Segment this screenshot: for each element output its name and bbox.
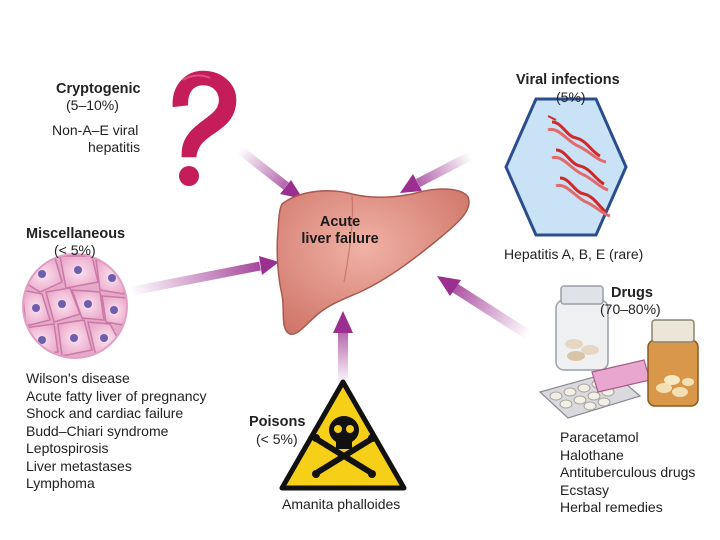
arrow-from-poisons	[333, 311, 353, 388]
arrow-from-viral	[400, 151, 475, 193]
list-item: Antituberculous drugs	[560, 464, 696, 480]
list-item: Paracetamol	[560, 429, 639, 445]
list-item: Shock and cardiac failure	[26, 405, 184, 421]
cryptogenic-desc-line2: hepatitis	[88, 139, 141, 155]
list-item: Acute fatty liver of pregnancy	[26, 387, 207, 404]
list-item: Lymphoma	[26, 475, 95, 491]
cryptogenic-percent: (5–10%)	[66, 97, 119, 113]
cryptogenic-title: Cryptogenic	[56, 81, 141, 97]
pill-bottles-icon	[538, 285, 699, 419]
misc-title: Miscellaneous	[26, 226, 126, 242]
list-item: Halothane	[560, 446, 624, 463]
question-mark-icon	[171, 69, 238, 186]
liver-icon	[276, 188, 470, 335]
skull-crossbones-icon	[279, 379, 407, 491]
drugs-list: Paracetamol Halothane Antituberculous dr…	[560, 429, 695, 517]
poisons-title: Poisons	[249, 414, 306, 430]
arrow-from-drugs	[437, 276, 533, 341]
center-label: Acute liver failure	[290, 214, 390, 248]
arrow-from-misc	[131, 256, 279, 296]
center-label-line1: Acute	[319, 214, 361, 230]
drugs-percent: (70–80%)	[600, 301, 661, 317]
arrow-from-cryptogenic	[237, 146, 303, 199]
list-item: Wilson's disease	[26, 370, 130, 386]
center-label-line2: liver failure	[301, 231, 379, 247]
list-item: Ecstasy	[560, 481, 610, 498]
misc-percent: (< 5%)	[54, 242, 96, 258]
poisons-percent: (< 5%)	[256, 431, 298, 447]
list-item: Budd–Chiari syndrome	[26, 422, 169, 439]
virus-dna-icon	[504, 97, 628, 237]
list-item: Herbal remedies	[560, 499, 663, 515]
viral-percent: (5%)	[556, 89, 586, 105]
viral-title: Viral infections	[516, 72, 620, 88]
poisons-desc: Amanita phalloides	[282, 496, 401, 512]
drugs-title: Drugs	[611, 285, 653, 301]
list-item: Liver metastases	[26, 457, 132, 474]
misc-list: Wilson's disease Acute fatty liver of pr…	[26, 370, 207, 493]
cryptogenic-desc-line1: Non-A–E viral	[52, 122, 139, 138]
viral-desc: Hepatitis A, B, E (rare)	[504, 246, 644, 262]
liver-cells-icon	[22, 253, 128, 359]
list-item: Leptospirosis	[26, 440, 109, 456]
